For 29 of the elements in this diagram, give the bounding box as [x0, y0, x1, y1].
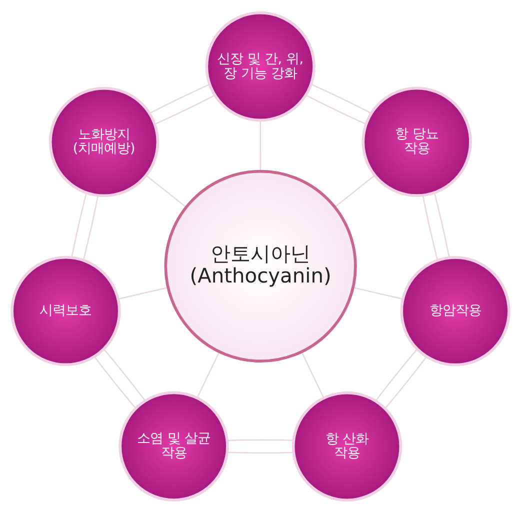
connector — [301, 351, 324, 398]
node-circle: 소염 및 살균 작용 — [118, 390, 229, 501]
connector — [154, 94, 215, 124]
connector — [118, 286, 168, 300]
node-circle: 신장 및 간, 위, 장 기능 강화 — [205, 10, 316, 122]
node-circle: 노화방지 (치매예방) — [48, 86, 160, 197]
node-circle: 안토시아닌 (Anthocyanin) — [164, 169, 357, 362]
connector — [260, 120, 262, 171]
connector — [384, 356, 428, 408]
node-circle: 항 당뇨 작용 — [362, 86, 472, 196]
connector — [334, 174, 375, 207]
connector — [422, 194, 438, 260]
connector — [310, 83, 372, 114]
connector — [149, 83, 210, 114]
connector — [82, 194, 99, 260]
connector — [375, 348, 418, 401]
connector — [434, 192, 450, 258]
connector — [227, 438, 294, 441]
node-circle: 시력보호 — [10, 255, 121, 366]
connector — [94, 356, 136, 408]
connector — [227, 451, 294, 454]
connector — [146, 174, 187, 208]
connector — [103, 348, 146, 401]
connector — [196, 351, 220, 398]
connector — [306, 94, 366, 124]
node-circle: 항 산화 작용 — [292, 390, 402, 502]
node-circle: 항암작용 — [400, 256, 510, 366]
connector — [353, 286, 403, 300]
connector — [71, 192, 87, 258]
